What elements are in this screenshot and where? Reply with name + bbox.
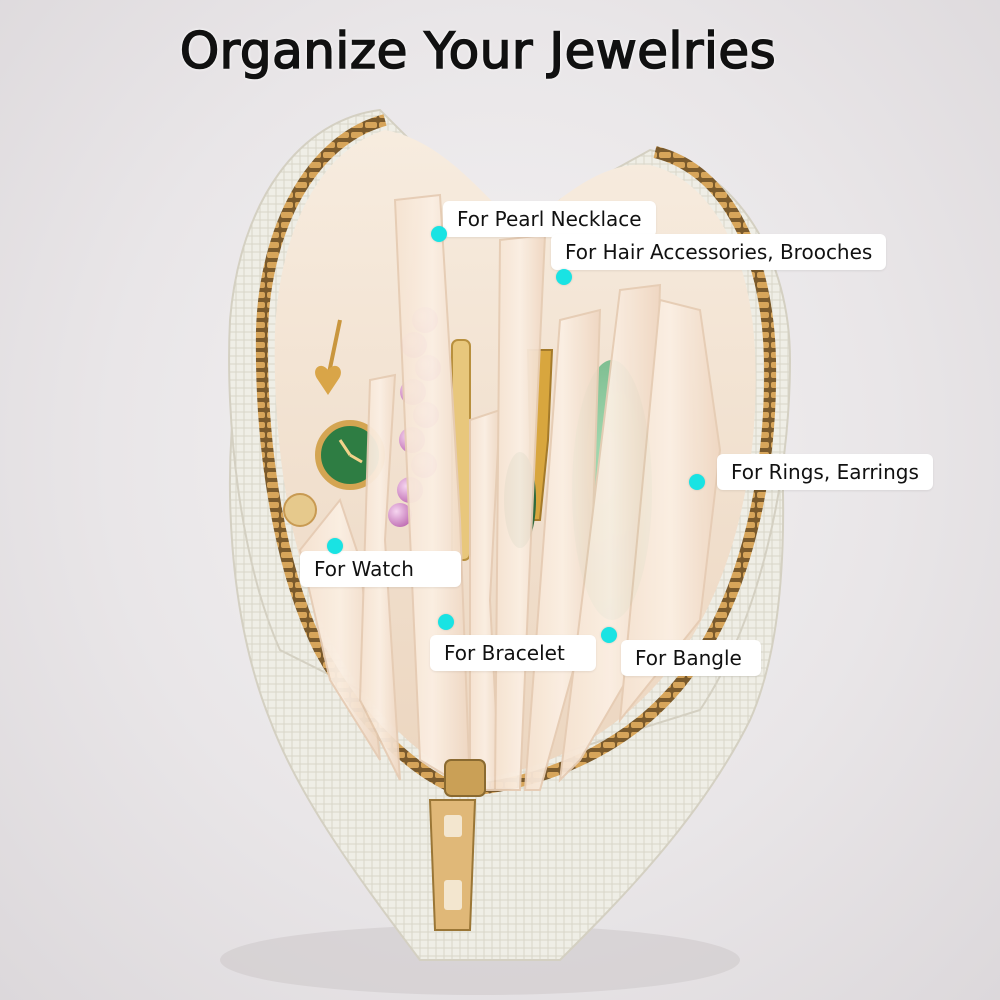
page-title: Organize Your Jewelries (179, 21, 777, 81)
callout-watch: For Watch (300, 551, 461, 587)
dot-pearl-necklace (431, 226, 447, 242)
callout-rings-earrings: For Rings, Earrings (717, 454, 933, 490)
heart-earring (315, 319, 342, 395)
zipper-pull (428, 759, 486, 931)
zipper-right (469, 146, 777, 796)
callout-pearl-necklace: For Pearl Necklace (443, 201, 656, 237)
dot-rings-earrings (689, 474, 705, 490)
dot-hair-accessories (556, 269, 572, 285)
callout-hair-accessories: For Hair Accessories, Brooches (551, 234, 887, 270)
dot-watch (327, 538, 343, 554)
watch-item (283, 420, 385, 527)
dot-bangle (601, 627, 617, 643)
callout-bangle: For Bangle (621, 640, 761, 676)
dot-bracelet (438, 614, 454, 630)
callout-bracelet: For Bracelet (430, 635, 596, 671)
